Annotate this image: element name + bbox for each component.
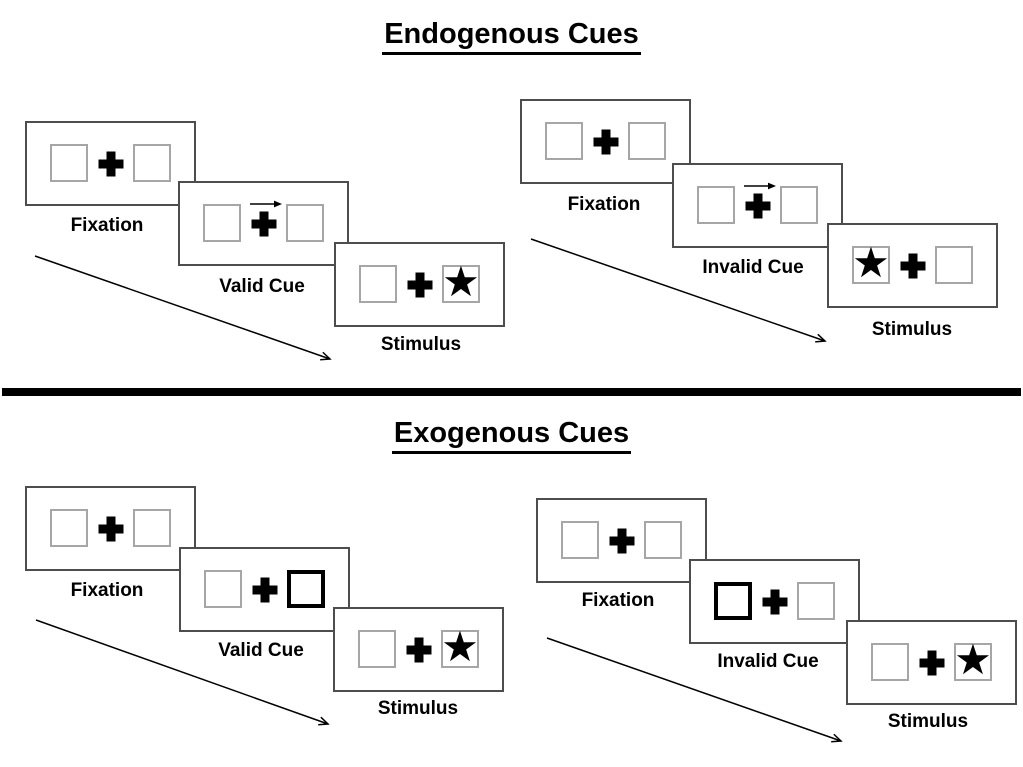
right-placeholder-box xyxy=(797,582,835,620)
timeline-arrow-endogenous-invalid xyxy=(530,238,827,343)
left-placeholder-box xyxy=(545,122,583,160)
right-placeholder-box xyxy=(133,509,171,547)
left-placeholder-box xyxy=(359,265,397,303)
fixation-card xyxy=(520,99,691,184)
left-placeholder-box xyxy=(871,643,909,681)
left-placeholder-box xyxy=(697,186,735,224)
stage-label: Valid Cue xyxy=(219,276,305,297)
right-placeholder-box xyxy=(133,144,171,182)
target-star-icon: ★ xyxy=(954,635,992,684)
fixation-cross-icon xyxy=(406,637,431,662)
stage-label: Stimulus xyxy=(377,698,459,719)
stage-label: Fixation xyxy=(581,590,655,611)
target-star-icon: ★ xyxy=(441,622,479,671)
highlighted-cue-box xyxy=(287,570,325,608)
stage-label: Stimulus xyxy=(871,319,953,340)
right-placeholder-box xyxy=(780,186,818,224)
stage-label: Invalid Cue xyxy=(717,651,819,672)
section-title-endogenous: Endogenous Cues xyxy=(0,17,1023,55)
fixation-cross-icon xyxy=(98,151,123,176)
timeline-arrow-endogenous-valid xyxy=(34,255,332,361)
stage-label: Fixation xyxy=(70,215,144,236)
fixation-cross-icon xyxy=(919,650,944,675)
stage-label: Stimulus xyxy=(887,711,969,732)
left-placeholder-box xyxy=(561,521,599,559)
stimulus-card: ★ xyxy=(333,607,504,692)
fixation-cross-icon xyxy=(762,589,787,614)
fixation-cross-icon xyxy=(98,516,123,541)
cue-card xyxy=(178,181,349,266)
stage-label: Fixation xyxy=(567,194,641,215)
right-arrow-icon xyxy=(249,200,282,208)
right-placeholder-box xyxy=(935,246,973,284)
right-placeholder-box xyxy=(644,521,682,559)
target-star-icon: ★ xyxy=(852,238,890,287)
left-placeholder-box xyxy=(50,509,88,547)
left-placeholder-box: ★ xyxy=(852,242,890,284)
right-placeholder-box xyxy=(628,122,666,160)
right-arrow-icon xyxy=(743,182,776,190)
section-title-text: Endogenous Cues xyxy=(382,18,641,55)
section-title-exogenous: Exogenous Cues xyxy=(0,416,1023,454)
fixation-cross-icon xyxy=(745,193,770,218)
left-placeholder-box xyxy=(358,630,396,668)
right-placeholder-box xyxy=(286,204,324,242)
stimulus-card: ★ xyxy=(846,620,1017,705)
cue-card xyxy=(672,163,843,248)
right-placeholder-box: ★ xyxy=(441,626,479,668)
left-placeholder-box xyxy=(203,204,241,242)
section-divider xyxy=(2,388,1021,396)
fixation-card xyxy=(536,498,707,583)
stimulus-card: ★ xyxy=(334,242,505,327)
right-placeholder-box: ★ xyxy=(442,261,480,303)
fixation-card xyxy=(25,121,196,206)
fixation-cross-icon xyxy=(609,528,634,553)
stage-label: Valid Cue xyxy=(218,640,304,661)
left-placeholder-box xyxy=(204,570,242,608)
cue-card xyxy=(689,559,860,644)
stage-label: Invalid Cue xyxy=(702,257,804,278)
stimulus-card: ★ xyxy=(827,223,998,308)
right-placeholder-box: ★ xyxy=(954,639,992,681)
section-title-text: Exogenous Cues xyxy=(391,417,632,454)
left-placeholder-box xyxy=(50,144,88,182)
fixation-cross-icon xyxy=(251,211,276,236)
highlighted-cue-box xyxy=(714,582,752,620)
fixation-cross-icon xyxy=(900,253,925,278)
fixation-cross-icon xyxy=(252,577,277,602)
fixation-cross-icon xyxy=(593,129,618,154)
timeline-arrow-exogenous-valid xyxy=(35,619,330,726)
stage-label: Fixation xyxy=(70,580,144,601)
stage-label: Stimulus xyxy=(380,334,462,355)
fixation-card xyxy=(25,486,196,571)
fixation-cross-icon xyxy=(407,272,432,297)
target-star-icon: ★ xyxy=(442,257,480,306)
cue-card xyxy=(179,547,350,632)
